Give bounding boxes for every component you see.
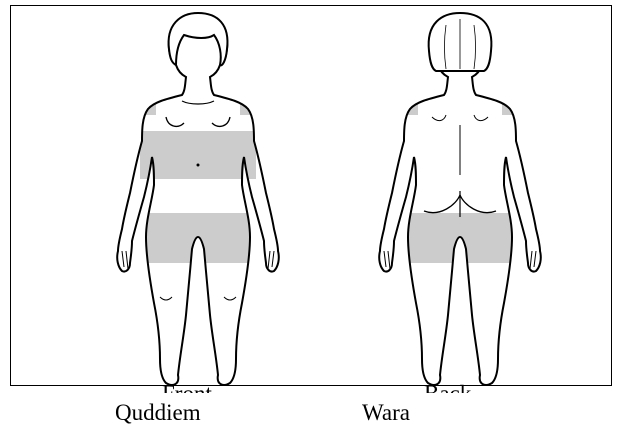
back-english-label: Back [424,381,471,407]
front-shoulder-highlight-left [130,67,156,115]
front-caption: Quddiem [115,400,201,426]
back-shoulder-highlight-right [502,67,528,115]
back-shoulder-highlight-left [392,67,418,115]
front-figure [117,13,279,385]
front-abdomen-highlight [140,131,256,179]
back-caption: Wara [362,400,410,426]
back-figure [379,13,541,385]
front-shoulder-highlight-right [240,67,266,115]
body-figures [10,5,612,386]
